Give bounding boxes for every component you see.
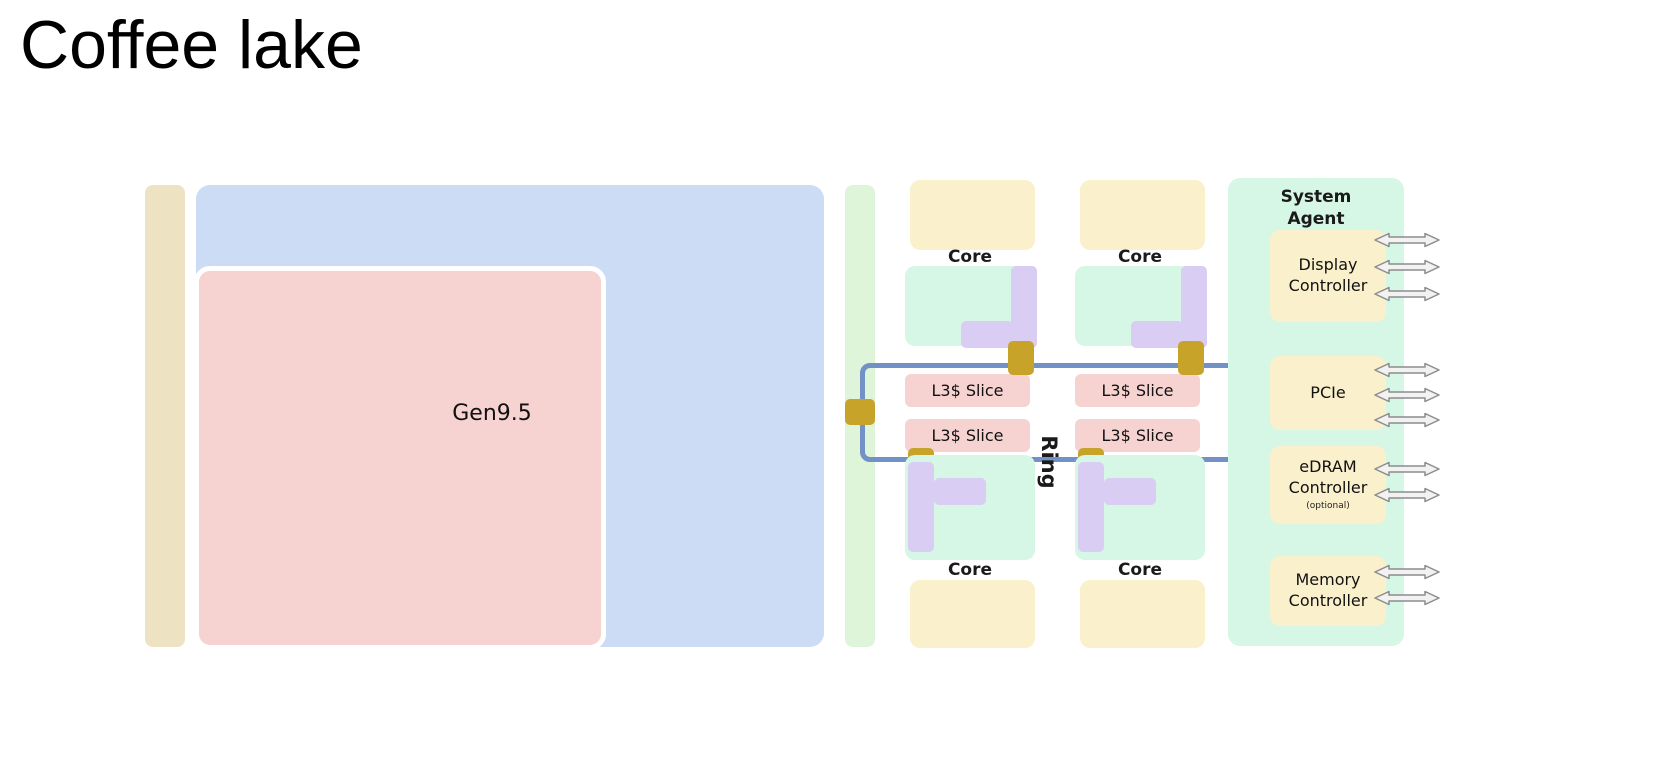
- l3-slice-br-label: L3$ Slice: [1101, 426, 1174, 445]
- core-br-cache-block: [1080, 580, 1205, 648]
- page-title: Coffee lake: [20, 7, 363, 83]
- l3-slice-bl: L3$ Slice: [905, 419, 1030, 452]
- core-tl-interface-horizontal: [961, 321, 1013, 348]
- gen95-label: Gen9.5: [452, 401, 532, 426]
- edram-optional-note: (optional): [1306, 500, 1350, 511]
- display-controller-label: Display Controller: [1288, 255, 1368, 295]
- ring-label: Ring: [1037, 435, 1061, 489]
- core-tr-cache-block: [1080, 180, 1205, 250]
- core-tr-interface-vertical: [1181, 266, 1207, 348]
- pcie-bus-arrow-icon: [1374, 387, 1440, 403]
- core-br-interface-vertical: [1078, 462, 1104, 552]
- memory-controller-block: Memory Controller: [1270, 556, 1386, 626]
- edram-controller-label: eDRAM Controller: [1288, 457, 1368, 498]
- l3-slice-tl: L3$ Slice: [905, 374, 1030, 407]
- core-tr-label: Core: [1117, 247, 1163, 267]
- core-tr-interface-horizontal: [1131, 321, 1183, 348]
- memory-controller-label: Memory Controller: [1288, 570, 1368, 610]
- edram-bus-arrow-icon: [1374, 461, 1440, 477]
- memory-bus-arrow-icon: [1374, 590, 1440, 606]
- left-edge-strip: [145, 185, 185, 647]
- pcie-label: PCIe: [1310, 382, 1346, 402]
- edram-controller-block: eDRAM Controller (optional): [1270, 446, 1386, 524]
- l3-slice-bl-label: L3$ Slice: [931, 426, 1004, 445]
- pcie-bus-arrow-icon: [1374, 362, 1440, 378]
- l3-slice-tr-label: L3$ Slice: [1101, 381, 1174, 400]
- edram-bus-arrow-icon: [1374, 487, 1440, 503]
- system-agent-title: System Agent: [1280, 187, 1352, 230]
- display-bus-arrow-icon: [1374, 286, 1440, 302]
- core-bl-interface-vertical: [908, 462, 934, 552]
- ring-stop-top-left: [1008, 341, 1034, 375]
- l3-slice-tl-label: L3$ Slice: [931, 381, 1004, 400]
- pcie-bus-arrow-icon: [1374, 412, 1440, 428]
- l3-slice-br: L3$ Slice: [1075, 419, 1200, 452]
- core-br-label: Core: [1117, 560, 1163, 580]
- pcie-block: PCIe: [1270, 356, 1386, 430]
- display-bus-arrow-icon: [1374, 259, 1440, 275]
- memory-bus-arrow-icon: [1374, 564, 1440, 580]
- display-controller-block: Display Controller: [1270, 230, 1386, 322]
- core-tl-label: Core: [947, 247, 993, 267]
- core-tl-interface-vertical: [1011, 266, 1037, 348]
- core-bl-interface-horizontal: [934, 478, 986, 505]
- ring-stop-top-right: [1178, 341, 1204, 375]
- core-bl-cache-block: [910, 580, 1035, 648]
- l3-slice-tr: L3$ Slice: [1075, 374, 1200, 407]
- display-bus-arrow-icon: [1374, 232, 1440, 248]
- ring-stop-left: [845, 399, 875, 425]
- core-tl-cache-block: [910, 180, 1035, 250]
- gen95-block: Gen9.5: [194, 266, 606, 650]
- core-br-interface-horizontal: [1104, 478, 1156, 505]
- core-bl-label: Core: [947, 560, 993, 580]
